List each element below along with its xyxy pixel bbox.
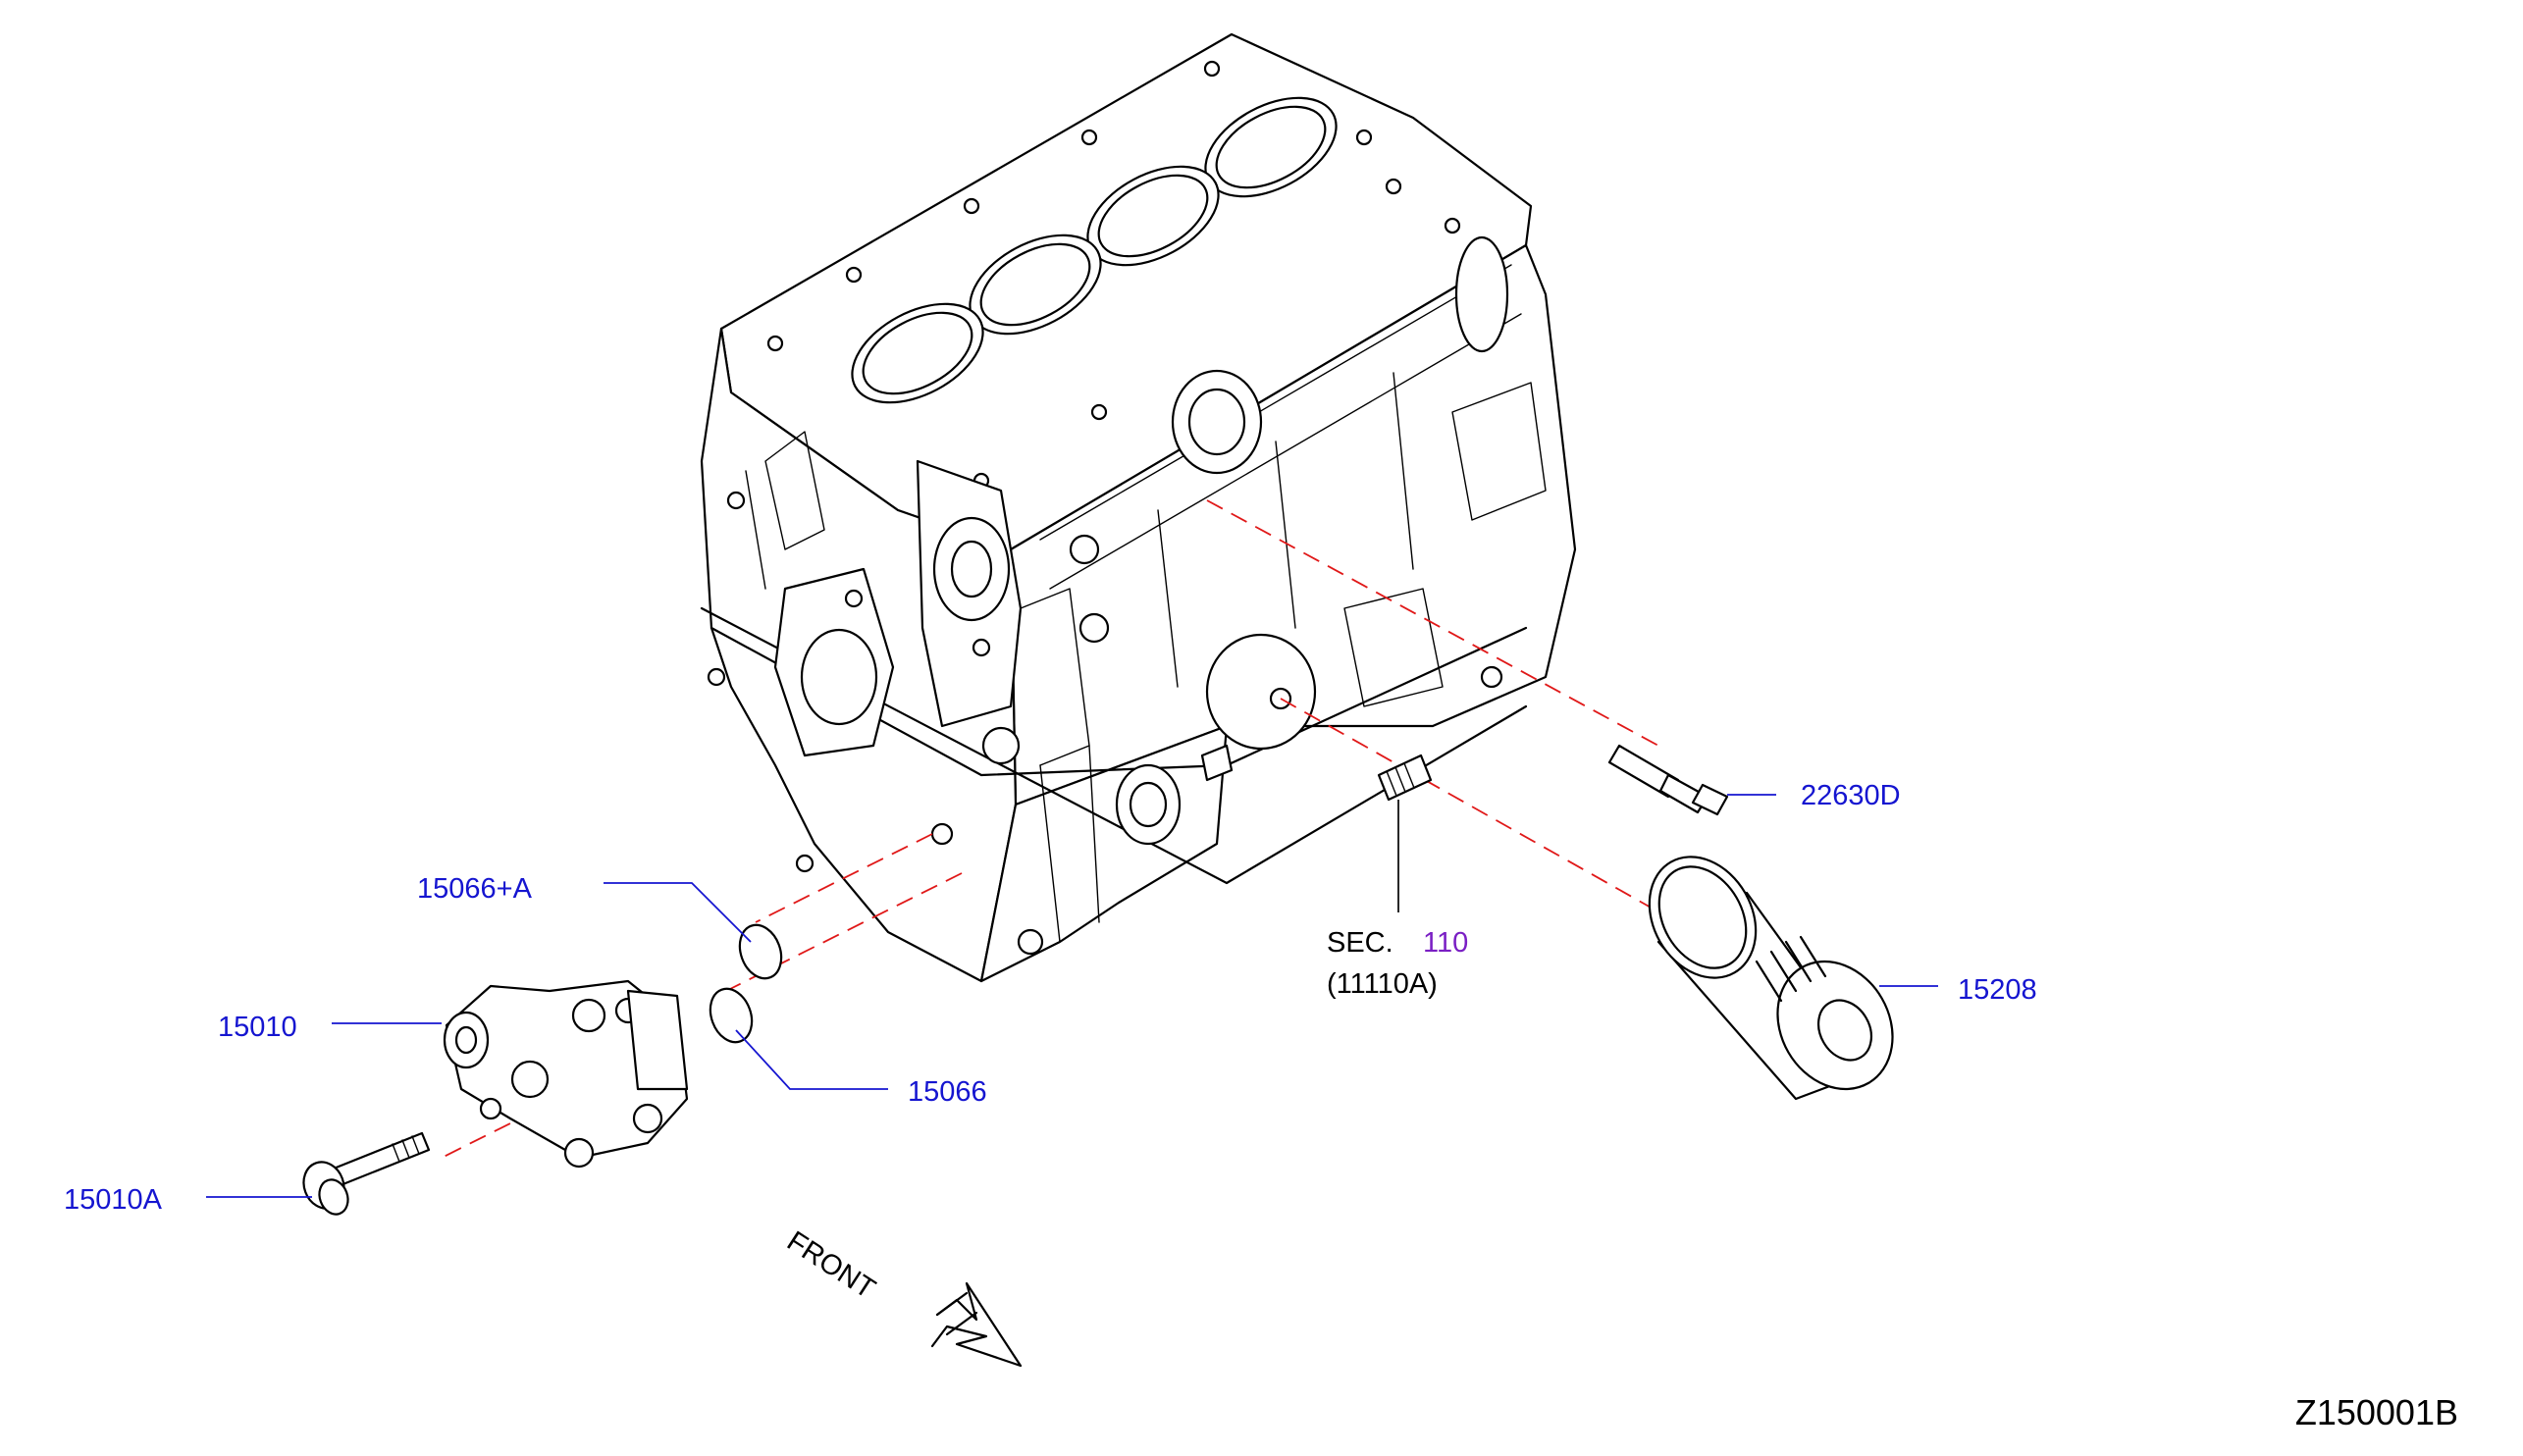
sensor-illustration: [1607, 744, 1729, 816]
bolt-illustration: [302, 1131, 431, 1216]
section-label: SEC.: [1327, 927, 1393, 959]
oil-pump-illustration: [443, 979, 689, 1169]
callout-15010a[interactable]: 15010A: [64, 1184, 163, 1216]
callout-15010[interactable]: 15010: [218, 1012, 297, 1043]
engine-block-illustration: [700, 32, 1577, 983]
gaskets-illustration: [709, 923, 783, 1044]
assembly-lines: [441, 499, 1669, 1159]
front-direction-indicator: FRONT: [781, 1225, 1023, 1368]
figure-reference: Z150001B: [2295, 1392, 2458, 1432]
callout-15066[interactable]: 15066: [908, 1076, 987, 1108]
leader-lines: [206, 794, 1938, 1198]
section-part-number: (11110A): [1327, 968, 1438, 1000]
front-arrow-icon: [930, 1281, 1023, 1368]
section-number-link[interactable]: 110: [1423, 927, 1468, 959]
fitting-illustration: [1377, 754, 1433, 802]
callout-15208[interactable]: 15208: [1958, 974, 2037, 1006]
callout-15066-a[interactable]: 15066+A: [417, 873, 533, 905]
front-label: FRONT: [781, 1225, 880, 1305]
oil-filter-illustration: [1648, 856, 1894, 1101]
callout-22630d[interactable]: 22630D: [1801, 780, 1901, 811]
